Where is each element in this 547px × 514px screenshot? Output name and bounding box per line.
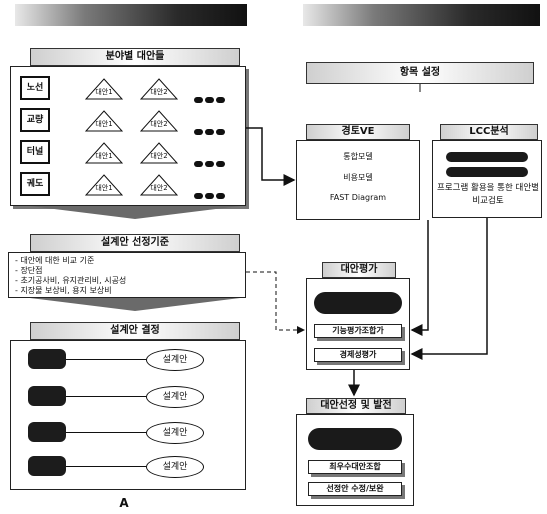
ve-to-eval-arrow xyxy=(412,220,428,330)
alternatives-to-ve-arrow xyxy=(246,128,294,180)
lcc-to-eval-arrow xyxy=(412,218,487,354)
criteria-to-eval-dashed xyxy=(246,272,304,330)
